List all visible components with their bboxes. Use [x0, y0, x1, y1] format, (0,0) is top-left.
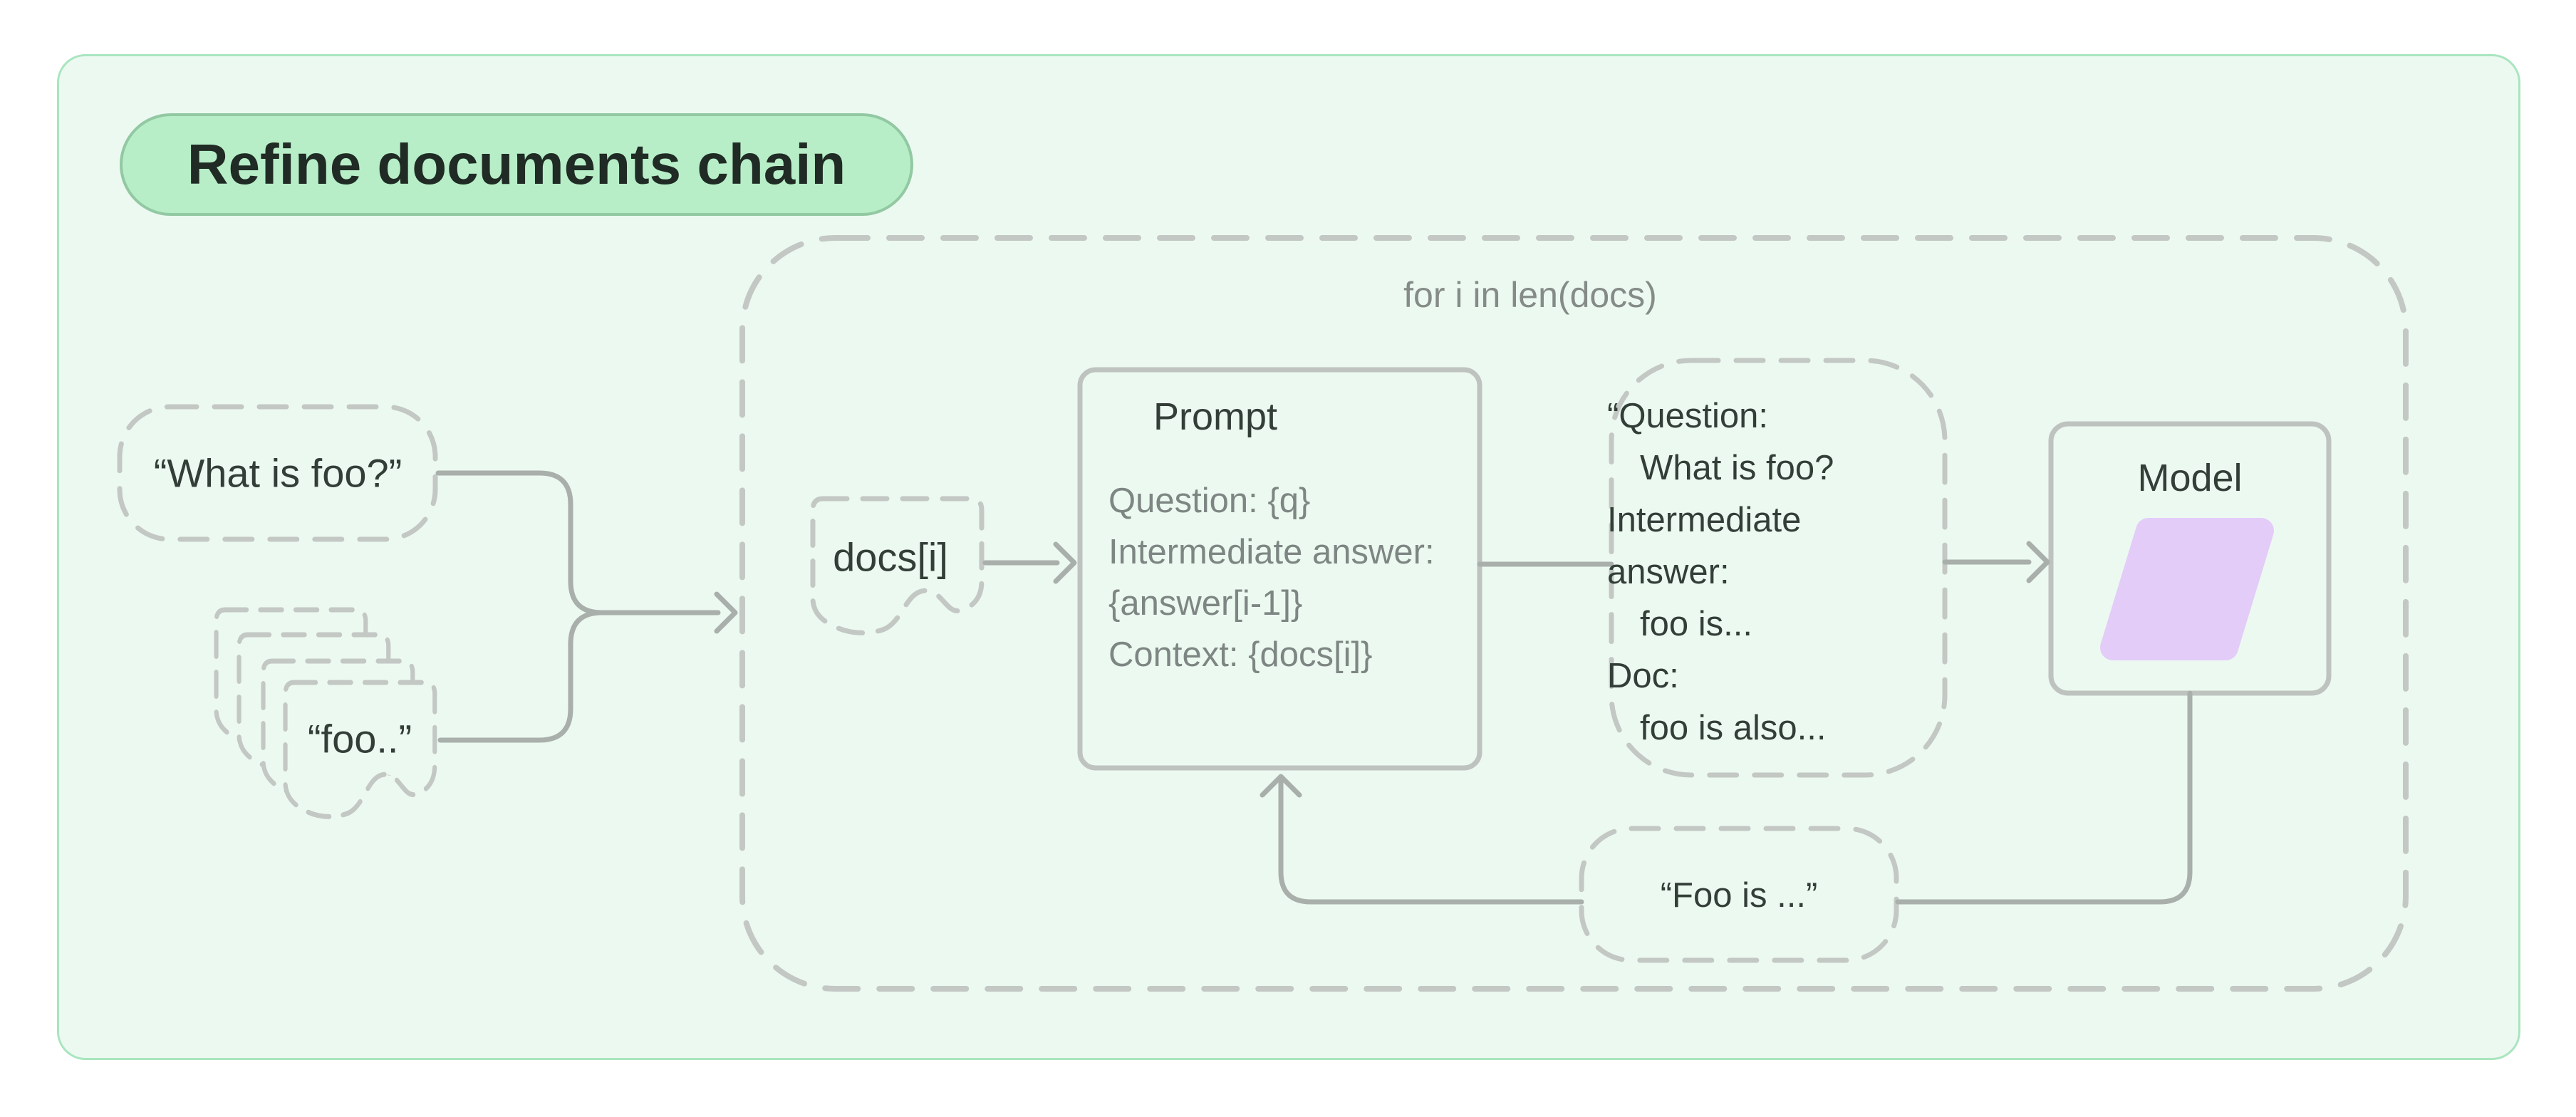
output-line: foo is... — [1640, 605, 1752, 643]
prompt-box — [1077, 367, 1482, 771]
prompt-line: Intermediate answer: — [1108, 533, 1435, 571]
connector-model-to-answer — [1895, 690, 2193, 905]
doc-item-label: docs[i] — [833, 534, 948, 580]
connector-answer-to-prompt — [1278, 778, 1584, 905]
output-line: answer: — [1607, 553, 1730, 591]
model-arrowhead-icon — [2026, 541, 2050, 583]
model-parallelogram-icon — [2100, 518, 2274, 660]
merge-arrowhead-icon — [714, 591, 738, 634]
intermediate-output-node — [1609, 358, 1948, 778]
output-line: foo is also... — [1640, 709, 1827, 747]
docs-stack-shape — [217, 610, 435, 816]
prompt-title: Prompt — [1153, 395, 1278, 438]
prompt-line: Context: {docs[i]} — [1108, 635, 1373, 674]
docs-stack-label: “foo..” — [307, 716, 412, 762]
output-line: What is foo? — [1640, 449, 1834, 487]
model-title: Model — [2137, 457, 2243, 499]
chain-title-label: Refine documents chain — [187, 133, 846, 196]
prompt-arrowhead-icon — [1053, 541, 1077, 584]
prompt-line: {answer[i-1]} — [1108, 584, 1303, 623]
question-input-node — [117, 404, 438, 542]
chain-title-badge: Refine documents chain — [120, 113, 913, 216]
intermediate-output-text: “Question: What is foo? Intermediate ans… — [1607, 390, 1834, 754]
output-line: Intermediate — [1607, 501, 1802, 539]
answer-label: “Foo is ...” — [1660, 876, 1818, 915]
question-input-label: “What is foo?” — [153, 450, 402, 496]
prompt-template-text: Question: {q} Intermediate answer: {answ… — [1108, 475, 1435, 680]
output-line: Doc: — [1607, 657, 1679, 695]
output-line: “Question: — [1607, 397, 1769, 435]
answer-node — [1579, 826, 1899, 963]
loop-label: for i in len(docs) — [1403, 275, 1657, 315]
feedback-arrowhead-icon — [1260, 774, 1302, 798]
prompt-line: Question: {q} — [1108, 482, 1311, 520]
connector-question-to-merge — [435, 470, 721, 615]
connector-docs-to-merge — [437, 610, 605, 743]
loop-boundary — [739, 235, 2409, 992]
